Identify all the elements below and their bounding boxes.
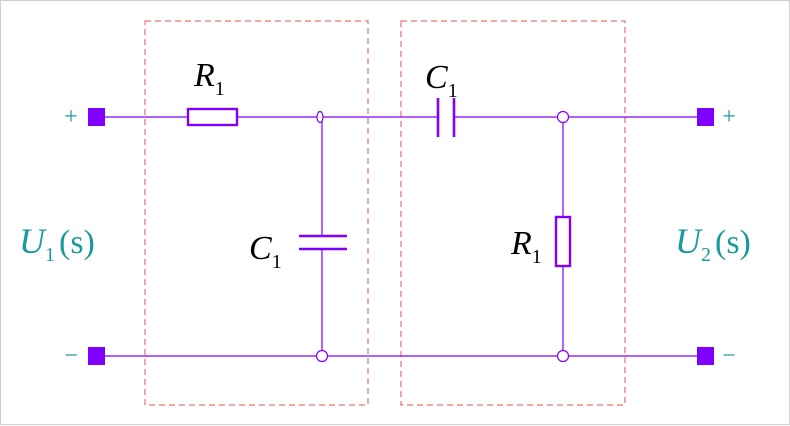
output-plus-sign: + (722, 104, 736, 130)
input-plus-sign: + (64, 104, 78, 130)
terminal-input-plus (88, 108, 105, 126)
section-box-lowpass (144, 20, 369, 406)
node-bottom-left-junction (315, 349, 329, 363)
resistor-r1-shunt (554, 117, 572, 356)
capacitor-c1-series (436, 98, 456, 137)
label-r1-series: R1 (193, 57, 225, 100)
label-output-voltage: U2(s) (675, 221, 751, 266)
label-input-voltage: U1(s) (19, 221, 95, 266)
capacitor-c1-shunt (299, 117, 347, 356)
section-box-highpass (400, 20, 626, 406)
terminal-input-minus (88, 347, 105, 365)
node-top-left-junction (316, 110, 324, 124)
label-r1-shunt: R1 (510, 225, 542, 268)
input-minus-sign: − (64, 343, 78, 369)
terminal-output-minus (697, 347, 714, 365)
terminal-output-plus (697, 108, 714, 126)
output-minus-sign: − (722, 343, 736, 369)
label-c1-series: C1 (425, 59, 458, 102)
label-c1-shunt: C1 (249, 230, 282, 273)
resistor-r1-series (186, 107, 239, 127)
node-bottom-right-junction (556, 349, 570, 363)
node-top-right-junction (556, 110, 570, 124)
